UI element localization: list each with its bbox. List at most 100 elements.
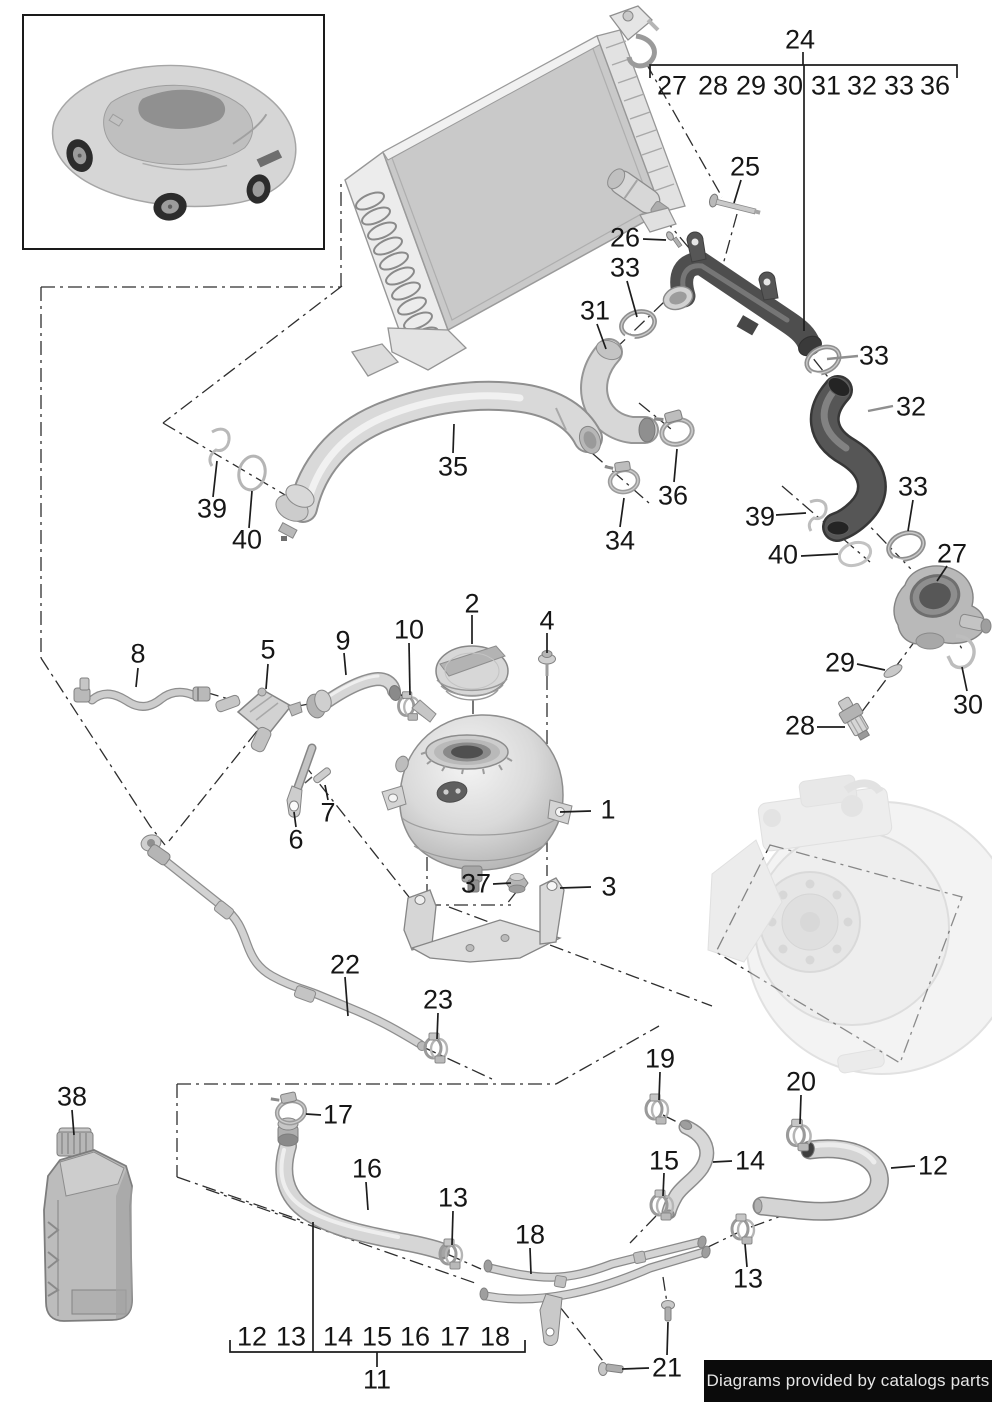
temperature-sensor-28 bbox=[838, 696, 871, 741]
pin-7 bbox=[304, 767, 332, 784]
seal-ring-33a bbox=[618, 307, 658, 341]
thermostat-housing-27 bbox=[893, 565, 992, 650]
group24-member-28: 28 bbox=[697, 70, 729, 101]
screw-26 bbox=[666, 231, 683, 248]
hose-12 bbox=[752, 1139, 889, 1221]
callout-35: 35 bbox=[437, 451, 469, 482]
callout-18: 18 bbox=[514, 1219, 546, 1250]
callout-24: 24 bbox=[784, 24, 816, 55]
clamp-17 bbox=[270, 1091, 307, 1127]
tank-bracket-3 bbox=[403, 877, 565, 963]
group24-member-31: 31 bbox=[810, 70, 842, 101]
callout-3: 3 bbox=[601, 871, 617, 902]
callout-14: 14 bbox=[734, 1145, 766, 1176]
callout-36: 36 bbox=[657, 480, 689, 511]
group11-member-12: 12 bbox=[236, 1321, 268, 1352]
callout-7: 7 bbox=[320, 797, 336, 828]
callout-leader-lines bbox=[71, 52, 968, 1370]
callout-15: 15 bbox=[648, 1145, 680, 1176]
callout-37: 37 bbox=[460, 868, 492, 899]
callout-9: 9 bbox=[335, 625, 351, 656]
retaining-clip-30 bbox=[946, 634, 976, 670]
engine-transmission-ghost bbox=[707, 774, 992, 1075]
hose-35 bbox=[275, 380, 603, 541]
radiator-top-bracket bbox=[608, 5, 660, 69]
callout-33a: 33 bbox=[609, 252, 641, 283]
o-ring-40a bbox=[237, 454, 267, 492]
callout-34: 34 bbox=[604, 525, 636, 556]
provider-badge: Diagrams provided by catalogs parts bbox=[704, 1360, 992, 1402]
hose-31 bbox=[580, 338, 659, 444]
group11-member-14: 14 bbox=[322, 1321, 354, 1352]
clamp-13b bbox=[730, 1212, 756, 1246]
callout-2: 2 bbox=[464, 588, 480, 619]
callout-31: 31 bbox=[579, 295, 611, 326]
callout-26: 26 bbox=[609, 222, 641, 253]
callout-11: 11 bbox=[362, 1364, 392, 1395]
radiator-outlet-fitting bbox=[607, 168, 670, 220]
radiator-illustration bbox=[344, 5, 686, 377]
callout-28: 28 bbox=[784, 710, 816, 741]
callout-1: 1 bbox=[600, 794, 616, 825]
callout-10: 10 bbox=[393, 614, 425, 645]
callout-20: 20 bbox=[785, 1066, 817, 1097]
vehicle-illustration bbox=[51, 64, 297, 221]
group24-member-27: 27 bbox=[656, 70, 688, 101]
callout-33c: 33 bbox=[897, 471, 929, 502]
clamp-20 bbox=[785, 1117, 813, 1153]
callout-12: 12 bbox=[917, 1150, 949, 1181]
callout-33b: 33 bbox=[858, 340, 890, 371]
nut-37 bbox=[505, 873, 529, 894]
retaining-clip-39a bbox=[208, 427, 231, 467]
group24-member-29: 29 bbox=[735, 70, 767, 101]
screw-25 bbox=[708, 193, 761, 215]
reservoir-cap-2 bbox=[435, 645, 509, 701]
screw-4 bbox=[538, 650, 556, 676]
callout-6: 6 bbox=[288, 824, 304, 855]
hose-32 bbox=[809, 375, 887, 542]
callout-30: 30 bbox=[952, 689, 984, 720]
callout-29: 29 bbox=[824, 647, 856, 678]
callout-32: 32 bbox=[895, 391, 927, 422]
wheel-rear-left bbox=[153, 192, 187, 221]
callout-13b: 13 bbox=[732, 1263, 764, 1294]
provider-badge-text: Diagrams provided by catalogs parts bbox=[706, 1371, 990, 1390]
coolant-pipe-22 bbox=[140, 834, 427, 1051]
callout-38: 38 bbox=[56, 1081, 88, 1112]
vehicle-thumbnail-box bbox=[22, 14, 325, 250]
group24-member-32: 32 bbox=[846, 70, 878, 101]
callout-8: 8 bbox=[130, 638, 146, 669]
callout-25: 25 bbox=[729, 151, 761, 182]
callout-17: 17 bbox=[322, 1099, 354, 1130]
vent-line-8 bbox=[73, 677, 211, 711]
clamp-34 bbox=[605, 460, 640, 494]
seal-29 bbox=[883, 664, 903, 678]
o-ring-40b bbox=[837, 540, 873, 568]
callout-16: 16 bbox=[351, 1153, 383, 1184]
group24-member-33: 33 bbox=[883, 70, 915, 101]
callout-4: 4 bbox=[539, 605, 555, 636]
gray-leader-lines bbox=[826, 354, 894, 413]
callout-13a: 13 bbox=[437, 1182, 469, 1213]
clamp-19 bbox=[644, 1092, 670, 1126]
callout-22: 22 bbox=[329, 949, 361, 980]
callout-40b: 40 bbox=[767, 539, 799, 570]
retainer-6 bbox=[286, 743, 317, 818]
callout-5: 5 bbox=[260, 634, 276, 665]
wheel-front-left bbox=[66, 139, 93, 172]
group11-member-15: 15 bbox=[361, 1321, 393, 1352]
clamp-36 bbox=[654, 408, 695, 449]
group11-member-13: 13 bbox=[275, 1321, 307, 1352]
callout-40a: 40 bbox=[231, 524, 263, 555]
callout-19: 19 bbox=[644, 1043, 676, 1074]
group11-member-18: 18 bbox=[479, 1321, 511, 1352]
clamp-23 bbox=[423, 1031, 449, 1065]
hose-9 bbox=[306, 671, 402, 719]
callout-23: 23 bbox=[422, 984, 454, 1015]
seal-ring-33c bbox=[885, 528, 928, 565]
group11-member-17: 17 bbox=[439, 1321, 471, 1352]
hose-16 bbox=[275, 1117, 450, 1260]
group24-member-36: 36 bbox=[919, 70, 951, 101]
